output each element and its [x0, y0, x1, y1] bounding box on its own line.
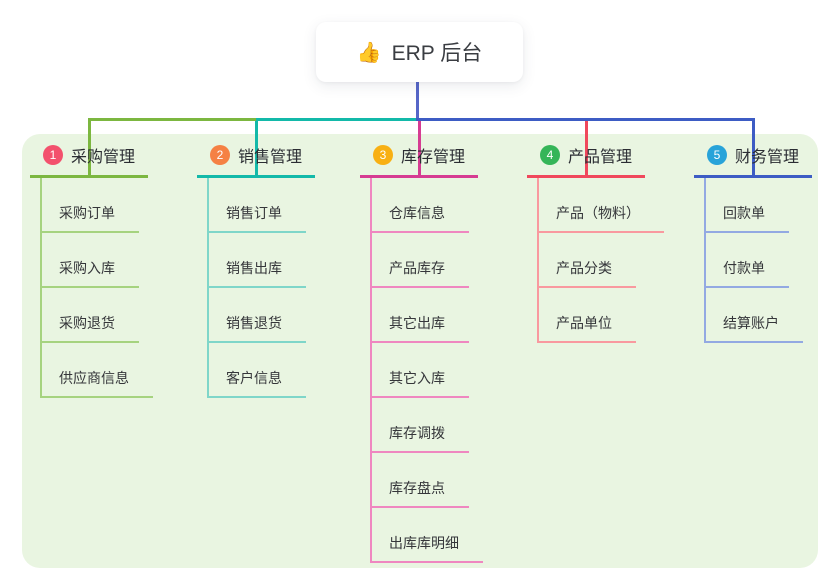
branch-采购管理: 1 采购管理采购订单采购入库采购退货供应商信息 — [30, 142, 153, 398]
branch-label: 库存管理 — [400, 149, 465, 166]
leaf-node[interactable]: 库存盘点 — [372, 478, 469, 508]
item-row: 供应商信息 — [42, 343, 153, 398]
leaf-node[interactable]: 产品单位 — [539, 313, 636, 343]
branch-label: 销售管理 — [237, 149, 302, 166]
leaf-node[interactable]: 其它入库 — [372, 368, 469, 398]
item-row: 结算账户 — [706, 288, 812, 343]
connector-line — [87, 118, 258, 121]
connector-line — [256, 118, 418, 121]
item-row: 付款单 — [706, 233, 812, 288]
leaf-node[interactable]: 客户信息 — [209, 368, 306, 398]
item-row: 其它入库 — [372, 343, 483, 398]
item-row: 产品分类 — [539, 233, 664, 288]
leaf-node[interactable]: 销售出库 — [209, 258, 306, 288]
item-row: 产品库存 — [372, 233, 483, 288]
branch-label: 采购管理 — [70, 149, 135, 166]
branch-label: 产品管理 — [567, 149, 632, 166]
leaf-node[interactable]: 采购退货 — [42, 313, 139, 343]
branch-库存管理: 3 库存管理仓库信息产品库存其它出库其它入库库存调拨库存盘点出库库明细 — [360, 142, 483, 563]
item-row: 采购退货 — [42, 288, 153, 343]
branch-items: 产品（物料） 产品分类产品单位 — [537, 178, 664, 343]
branch-head-5[interactable]: 5 财务管理 — [694, 142, 812, 178]
leaf-node[interactable]: 付款单 — [706, 258, 789, 288]
item-row: 采购订单 — [42, 178, 153, 233]
item-row: 销售订单 — [209, 178, 315, 233]
leaf-node[interactable]: 采购入库 — [42, 258, 139, 288]
branches-background-panel — [22, 134, 818, 568]
connector-line — [751, 118, 755, 178]
leaf-node[interactable]: 供应商信息 — [42, 368, 153, 398]
branch-产品管理: 4 产品管理产品（物料） 产品分类产品单位 — [527, 142, 664, 343]
leaf-node[interactable]: 结算账户 — [706, 313, 803, 343]
connector-line — [254, 121, 258, 178]
item-row: 库存调拨 — [372, 398, 483, 453]
leaf-node[interactable]: 产品分类 — [539, 258, 636, 288]
leaf-node[interactable]: 采购订单 — [42, 203, 139, 233]
root-node-erp-backend[interactable]: 👍 ERP 后台 — [316, 22, 523, 82]
branch-items: 采购订单采购入库采购退货供应商信息 — [40, 178, 153, 398]
item-row: 采购入库 — [42, 233, 153, 288]
item-row: 库存盘点 — [372, 453, 483, 508]
branch-items: 仓库信息产品库存其它出库其它入库库存调拨库存盘点出库库明细 — [370, 178, 483, 563]
leaf-node[interactable]: 销售订单 — [209, 203, 306, 233]
branch-财务管理: 5 财务管理回款单付款单结算账户 — [694, 142, 812, 343]
leaf-node[interactable]: 产品（物料） — [539, 203, 664, 233]
item-row: 出库库明细 — [372, 508, 483, 563]
leaf-node[interactable]: 产品库存 — [372, 258, 469, 288]
branch-items: 销售订单销售出库销售退货客户信息 — [207, 178, 315, 398]
item-row: 回款单 — [706, 178, 812, 233]
connector-line — [417, 121, 421, 178]
item-row: 产品（物料） — [539, 178, 664, 233]
leaf-node[interactable]: 其它出库 — [372, 313, 469, 343]
leaf-node[interactable]: 库存调拨 — [372, 423, 469, 453]
branch-head-1[interactable]: 1 采购管理 — [30, 142, 148, 178]
thumbs-up-icon: 👍 — [356, 41, 382, 64]
connector-line — [416, 118, 755, 121]
branch-number-badge: 2 — [209, 145, 230, 165]
branch-head-3[interactable]: 3 库存管理 — [360, 142, 478, 178]
branch-number-badge: 1 — [42, 145, 63, 165]
leaf-node[interactable]: 仓库信息 — [372, 203, 469, 233]
branch-label: 财务管理 — [734, 149, 799, 166]
item-row: 客户信息 — [209, 343, 315, 398]
root-node-label: ERP 后台 — [391, 42, 483, 65]
item-row: 销售出库 — [209, 233, 315, 288]
branch-items: 回款单付款单结算账户 — [704, 178, 812, 343]
item-row: 销售退货 — [209, 288, 315, 343]
item-row: 仓库信息 — [372, 178, 483, 233]
leaf-node[interactable]: 销售退货 — [209, 313, 306, 343]
branch-number-badge: 4 — [539, 145, 560, 165]
item-row: 产品单位 — [539, 288, 664, 343]
item-row: 其它出库 — [372, 288, 483, 343]
connector-line — [87, 118, 91, 178]
branch-number-badge: 5 — [706, 145, 727, 165]
branch-head-2[interactable]: 2 销售管理 — [197, 142, 315, 178]
branch-number-badge: 3 — [372, 145, 393, 165]
branch-head-4[interactable]: 4 产品管理 — [527, 142, 645, 178]
branch-销售管理: 2 销售管理销售订单销售出库销售退货客户信息 — [197, 142, 315, 398]
leaf-node[interactable]: 回款单 — [706, 203, 789, 233]
connector-line — [416, 82, 419, 121]
connector-line — [584, 121, 588, 178]
leaf-node[interactable]: 出库库明细 — [372, 533, 483, 563]
